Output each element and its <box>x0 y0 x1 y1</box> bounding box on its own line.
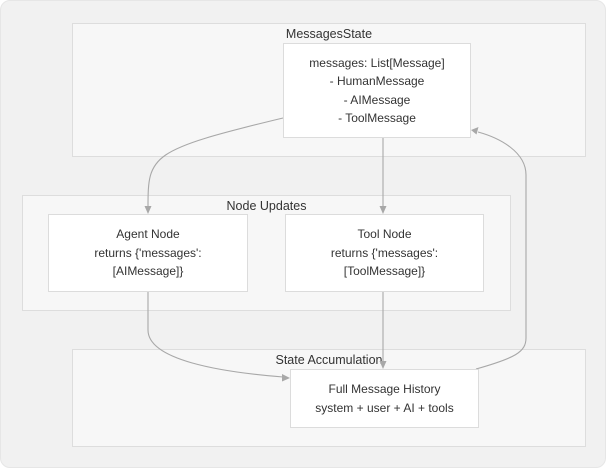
agent-node-line-1: Agent Node <box>116 227 180 242</box>
agent-node-line-3: [AIMessage]} <box>112 264 184 279</box>
state-accumulation-cluster-title: State Accumulation <box>275 353 383 367</box>
messages-state-node-line-1: messages: List[Message] <box>309 55 445 70</box>
agent-node-line-2: returns {'messages': <box>94 245 202 260</box>
tool-node: Tool Node returns {'messages': [ToolMess… <box>285 214 484 292</box>
messages-state-node-line-3: - AIMessage <box>343 92 411 107</box>
node-updates-cluster-title: Node Updates <box>226 199 307 213</box>
messages-state-node: messages: List[Message] - HumanMessage -… <box>283 43 471 138</box>
tool-node-line-1: Tool Node <box>357 227 412 242</box>
tool-node-line-3: [ToolMessage]} <box>343 264 426 279</box>
agent-node: Agent Node returns {'messages': [AIMessa… <box>48 214 248 292</box>
full-history-node-line-2: system + user + AI + tools <box>315 400 454 415</box>
tool-node-line-2: returns {'messages': <box>330 245 439 260</box>
messages-state-node-line-4: - ToolMessage <box>338 111 416 125</box>
messages-state-cluster-title: MessagesState <box>285 27 373 41</box>
messages-state-node-line-2: - HumanMessage <box>329 74 425 88</box>
full-history-node: Full Message History system + user + AI … <box>290 369 479 428</box>
full-history-node-line-1: Full Message History <box>328 382 441 396</box>
